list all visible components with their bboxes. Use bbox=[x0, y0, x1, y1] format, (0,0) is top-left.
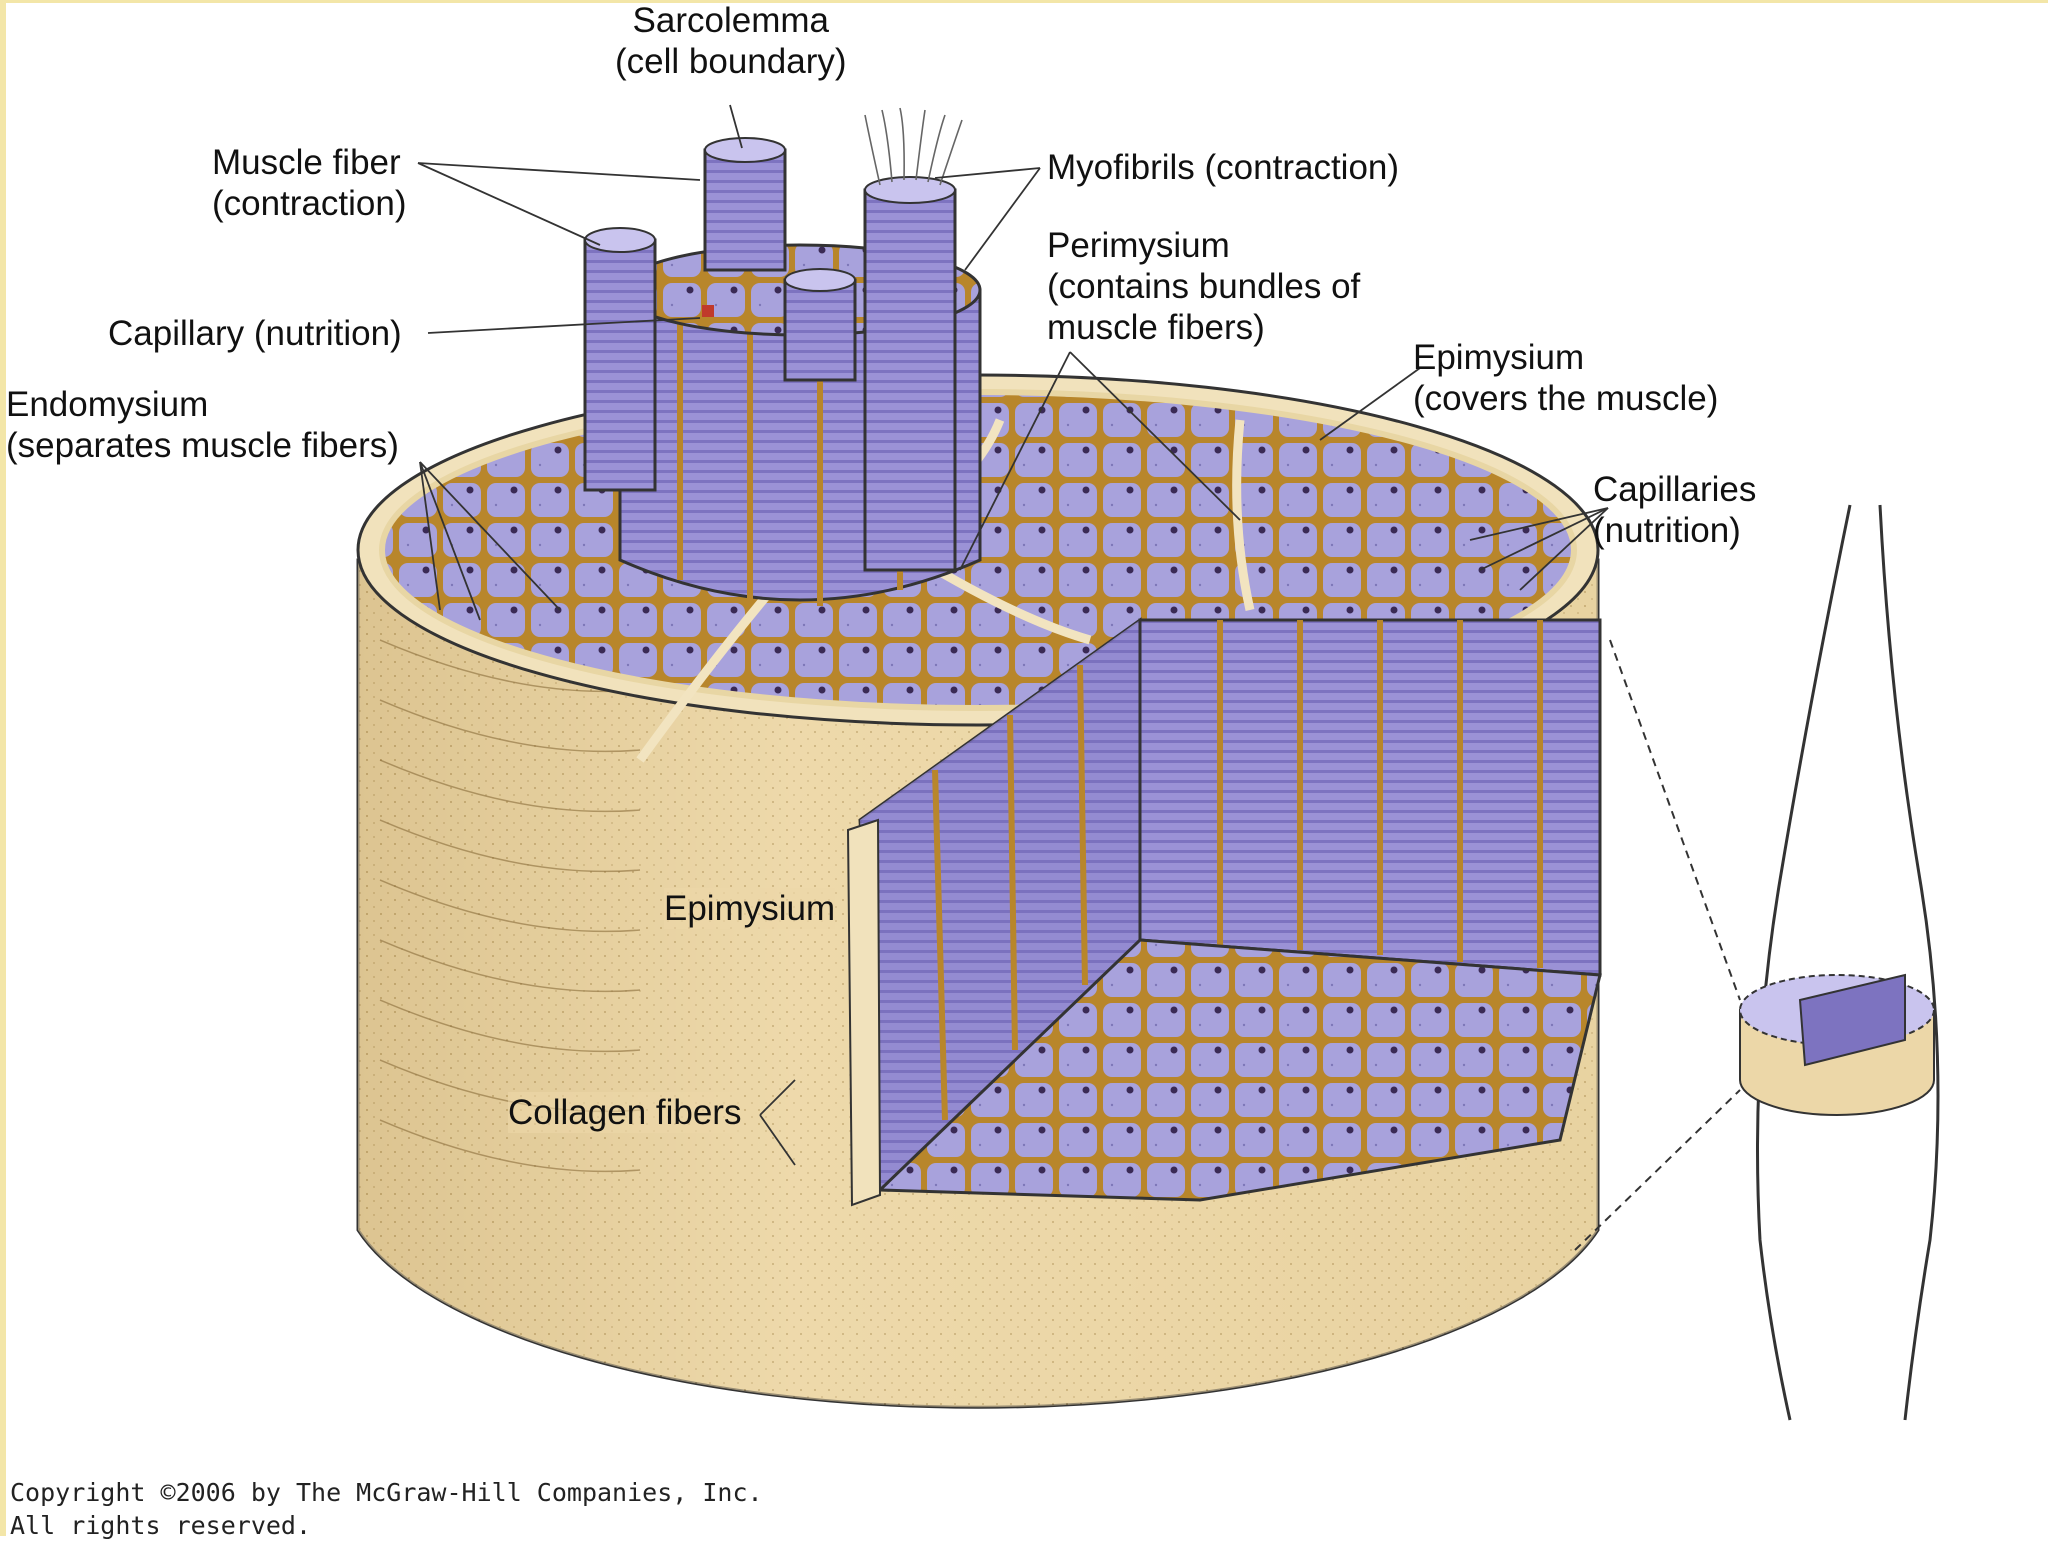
label-perimysium: Perimysium (contains bundles of muscle f… bbox=[1047, 226, 1361, 347]
copyright-notice: Copyright ©2006 by The McGraw-Hill Compa… bbox=[10, 1478, 763, 1540]
cutaway-wedge bbox=[846, 617, 1602, 1207]
label-epimysium-top: Epimysium (covers the muscle) bbox=[1413, 338, 1719, 418]
label-muscle-fiber: Muscle fiber (contraction) bbox=[212, 143, 407, 223]
leg-inset bbox=[1574, 504, 1940, 1421]
label-myofibrils: Myofibrils (contraction) bbox=[1047, 148, 1400, 187]
label-capillary: Capillary (nutrition) bbox=[108, 314, 402, 353]
label-epimysium-side: Epimysium bbox=[664, 888, 836, 929]
label-sarcolemma: Sarcolemma (cell boundary) bbox=[615, 1, 847, 81]
fascicle bbox=[583, 107, 982, 606]
leader-lines bbox=[417, 104, 1609, 1166]
label-capillaries: Capillaries (nutrition) bbox=[1593, 470, 1757, 550]
label-collagen-fibers: Collagen fibers bbox=[508, 1092, 742, 1133]
label-endomysium: Endomysium (separates muscle fibers) bbox=[6, 385, 399, 465]
